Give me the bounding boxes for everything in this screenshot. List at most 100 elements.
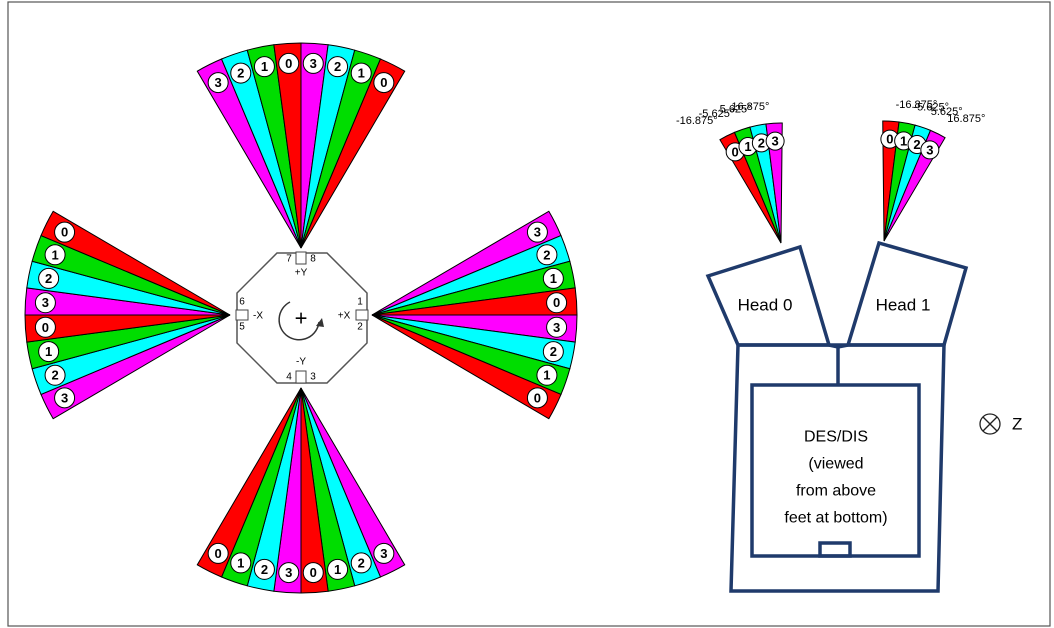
fan-left-number-1: 2 [51, 368, 58, 383]
fan-right-number-2: 1 [550, 271, 557, 286]
body-line-1: DES/DIS [804, 429, 868, 446]
fan-left-badge-1 [44, 364, 66, 386]
fan-left-number-2: 1 [45, 344, 52, 359]
fan-bottom-number-7: 0 [215, 546, 222, 561]
head0-fan-number-1: 1 [744, 139, 751, 154]
z-axis-into-page-icon [979, 413, 1001, 435]
fan-right-wedge-7 [371, 314, 562, 420]
head1-label: Head 1 [876, 296, 931, 315]
fan-top-number-2: 1 [261, 59, 268, 74]
head1-fan-angle-label-3: 16.875° [947, 113, 985, 125]
fan-right-number-5: 2 [550, 344, 557, 359]
fan-left-number-4: 3 [42, 295, 49, 310]
connector-top [295, 251, 307, 265]
connector-num-bottom-right: 3 [310, 372, 316, 383]
fan-right-badge-5 [542, 341, 564, 363]
fan-left-badge-3 [34, 316, 56, 338]
body-line-2: (viewed [808, 456, 863, 473]
connector-num-left-bottom: 5 [239, 322, 245, 333]
fan-bottom-number-6: 1 [237, 555, 244, 570]
positive-x-label: +X [338, 311, 351, 322]
head0-label: Head 0 [738, 296, 793, 315]
head0-fan-angle-label-2: 5.625° [720, 103, 752, 115]
fan-right-badge-3 [546, 292, 568, 314]
head1-fan-number-2: 2 [913, 137, 920, 152]
fan-bottom-badge-5 [253, 558, 275, 580]
fan-top-badge-5 [327, 56, 349, 78]
fan-right-number-4: 3 [553, 320, 560, 335]
connector-right [355, 309, 369, 321]
body-line-4: feet at bottom) [784, 510, 887, 527]
fan-top-number-0: 3 [215, 75, 222, 90]
fan-top-wedge-7 [300, 58, 406, 249]
fan-bottom-number-1: 2 [358, 555, 365, 570]
fan-top-number-4: 3 [310, 56, 317, 71]
head1-fan-angle-label-1: -5.625° [913, 101, 949, 113]
fan-left-badge-2 [38, 341, 60, 363]
fan-top-badge-7 [373, 72, 395, 94]
fan-right-badge-1 [536, 244, 558, 266]
fan-left-badge-5 [38, 267, 60, 289]
fan-right-number-0: 3 [534, 225, 541, 240]
fan-right-number-6: 1 [543, 368, 550, 383]
fan-left-number-3: 0 [42, 320, 49, 335]
head1-fan-number-3: 3 [926, 142, 933, 157]
fan-bottom-badge-2 [327, 558, 349, 580]
head1-fan-number-0: 0 [886, 132, 893, 147]
head1-fan-badge-3 [920, 140, 940, 160]
z-axis-label: Z [1012, 415, 1022, 434]
fan-left-number-0: 3 [61, 390, 68, 405]
fan-bottom-badge-6 [230, 552, 252, 574]
fan-right-badge-7 [526, 387, 548, 409]
connector-num-bottom-left: 4 [286, 372, 292, 383]
fan-top-number-3: 0 [285, 56, 292, 71]
fan-bottom-badge-4 [278, 562, 300, 584]
fan-left-badge-6 [44, 244, 66, 266]
connector-num-right-top: 1 [357, 297, 363, 308]
fan-top-badge-3 [278, 52, 300, 74]
positive-y-label: +Y [295, 268, 308, 279]
head0-fan-badge-3 [765, 131, 785, 151]
connector-left [235, 309, 249, 321]
fan-bottom-number-5: 2 [261, 562, 268, 577]
fan-top-badge-0 [207, 72, 229, 94]
fan-left-badge-7 [54, 221, 76, 243]
head0-fan-angle-label-0: -16.875° [676, 115, 718, 127]
fan-bottom-number-2: 1 [334, 562, 341, 577]
body-line-3: from above [796, 483, 876, 500]
fan-left-number-7: 0 [61, 225, 68, 240]
fan-right-number-7: 0 [534, 390, 541, 405]
fan-bottom-badge-0 [373, 542, 395, 564]
head1-fan-number-1: 1 [900, 133, 907, 148]
fan-top-badge-1 [230, 62, 252, 84]
fan-bottom-number-3: 0 [310, 565, 317, 580]
fan-top-badge-2 [253, 56, 275, 78]
rotation-arrowhead-icon [316, 318, 324, 327]
rotation-arrow-icon [278, 301, 320, 341]
fan-right-badge-4 [546, 316, 568, 338]
fan-left-badge-4 [34, 292, 56, 314]
head0-fan-number-2: 2 [758, 135, 765, 150]
head0-fan-angle-label-3: 16.875° [731, 101, 769, 113]
fan-right-number-3: 0 [553, 295, 560, 310]
octagon-housing: 7 8 +Y 4 3 -Y 6 5 -X 1 2 +X + [235, 251, 369, 384]
fan-top-badge-6 [350, 62, 372, 84]
fan-left-badge-0 [54, 387, 76, 409]
head1-fan-angle-label-2: 5.625° [931, 106, 963, 118]
fan-top-number-5: 2 [334, 59, 341, 74]
negative-y-label: -Y [296, 357, 306, 368]
head0-fan-number-3: 3 [772, 134, 779, 149]
fan-right-badge-0 [526, 221, 548, 243]
fan-bottom-badge-7 [207, 542, 229, 564]
fan-left-number-5: 2 [45, 271, 52, 286]
feet-marker [818, 541, 852, 558]
head0-fan-angle-label-1: -5.625° [699, 108, 735, 120]
head0-fan-number-0: 0 [732, 144, 739, 159]
fan-right-number-1: 2 [543, 247, 550, 262]
connector-bottom [295, 370, 307, 384]
fan-bottom-badge-3 [302, 562, 324, 584]
head1-fan-angle-label-0: -16.875° [896, 99, 938, 111]
fan-bottom-number-0: 3 [380, 546, 387, 561]
fan-left-number-6: 1 [51, 247, 58, 262]
